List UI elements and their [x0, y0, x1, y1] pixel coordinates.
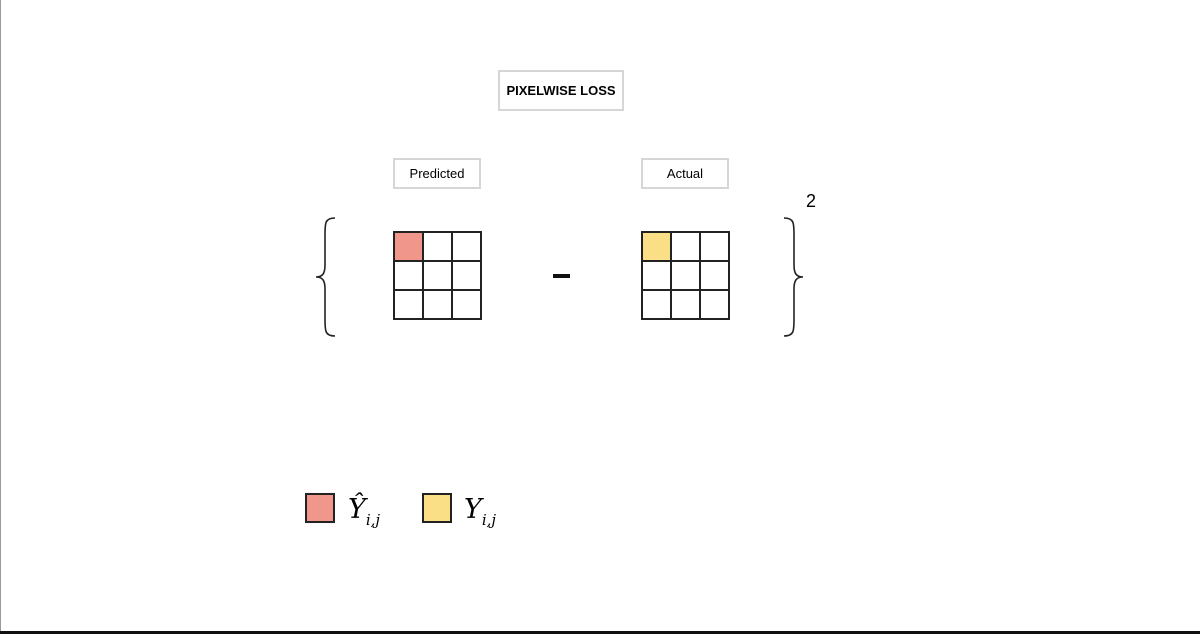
legend-actual-label: Yi,j	[464, 496, 496, 528]
actual-cell-1-0	[643, 262, 672, 291]
predicted-grid	[393, 231, 482, 320]
actual-grid	[641, 231, 730, 320]
predicted-cell-0-2	[453, 233, 482, 262]
predicted-cell-0-0	[395, 233, 424, 262]
predicted-cell-1-0	[395, 262, 424, 291]
actual-cell-2-0	[643, 291, 672, 320]
predicted-cell-0-1	[424, 233, 453, 262]
predicted-cell-2-1	[424, 291, 453, 320]
legend-predicted-symbol: Ŷ	[348, 494, 366, 525]
predicted-cell-1-2	[453, 262, 482, 291]
actual-cell-1-2	[701, 262, 730, 291]
actual-cell-1-1	[672, 262, 701, 291]
legend-predicted-swatch	[305, 493, 335, 523]
legend-predicted-subscript: i,j	[365, 511, 381, 529]
left-frame-line	[0, 0, 1, 634]
legend-actual-swatch	[422, 493, 452, 523]
actual-cell-2-1	[672, 291, 701, 320]
bottom-frame-line	[0, 631, 1200, 634]
actual-cell-0-1	[672, 233, 701, 262]
legend-predicted-label: Ŷi,j	[348, 496, 380, 528]
actual-cell-0-0	[643, 233, 672, 262]
squared-exponent: 2	[806, 191, 817, 211]
minus-operator	[553, 274, 570, 278]
predicted-cell-2-0	[395, 291, 424, 320]
predicted-cell-2-2	[453, 291, 482, 320]
legend-actual-subscript: i,j	[481, 511, 497, 529]
page-title: PIXELWISE LOSS	[498, 70, 624, 111]
predicted-cell-1-1	[424, 262, 453, 291]
right-brace-icon	[783, 217, 804, 337]
actual-cell-2-2	[701, 291, 730, 320]
legend-actual-symbol: Y	[464, 494, 482, 525]
predicted-label: Predicted	[393, 158, 481, 189]
actual-cell-0-2	[701, 233, 730, 262]
actual-label: Actual	[641, 158, 729, 189]
left-brace-icon	[315, 217, 336, 337]
